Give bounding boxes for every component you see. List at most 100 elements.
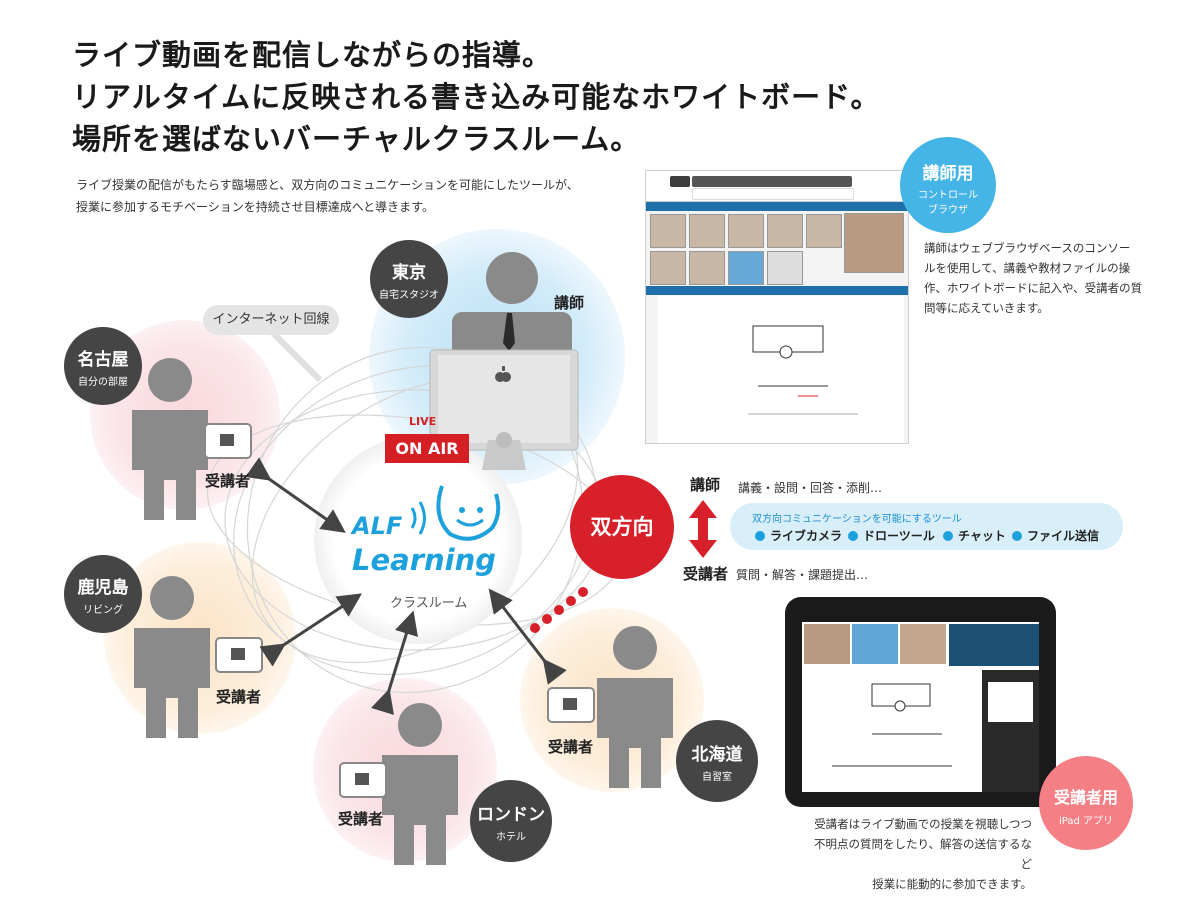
tool-file-send: ファイル送信 xyxy=(1012,527,1099,544)
headline-line-3: 場所を選ばないバーチャルクラスルーム。 xyxy=(72,122,641,156)
location-place: 自宅スタジオ xyxy=(379,290,439,301)
ipad-notes xyxy=(982,670,1039,792)
onair-badge: ON AIR xyxy=(385,434,469,463)
bullet-icon xyxy=(1012,531,1022,541)
browser-tab xyxy=(692,176,852,187)
location-city: ロンドン xyxy=(477,805,545,825)
classroom-label: クラスルーム xyxy=(390,596,468,611)
whiteboard-bar xyxy=(646,286,908,295)
location-city: 北海道 xyxy=(691,745,743,765)
live-label: LIVE xyxy=(409,415,437,428)
location-place: ホテル xyxy=(496,832,526,843)
location-nagoya: 名古屋 自分の部屋 xyxy=(64,327,142,405)
bullet-icon xyxy=(943,531,953,541)
location-place: 自習室 xyxy=(702,772,732,783)
dotted-connector xyxy=(530,587,588,633)
video-thumb xyxy=(806,214,842,248)
desc-line: 講師はウェブブラウザベースのコンソー xyxy=(924,241,1131,255)
badge-title: 講師用 xyxy=(922,164,974,184)
location-place: 自分の部屋 xyxy=(78,377,128,388)
ipad-note-area xyxy=(988,682,1033,722)
desc-line: 不明点の質問をしたり、解答の送信するなど xyxy=(813,837,1032,871)
student-label-kagoshima: 受講者 xyxy=(216,688,262,706)
internet-label: インターネット回線 xyxy=(203,305,339,335)
teacher-console-badge: 講師用 コントロール ブラウザ xyxy=(900,137,996,233)
hokkaido-person-icon xyxy=(597,626,673,788)
location-kagoshima: 鹿児島 リビング xyxy=(64,555,142,633)
badge-sub: iPad アプリ xyxy=(1058,816,1113,827)
student-ipad-screenshot xyxy=(785,597,1056,807)
logo-learning: Learning xyxy=(352,543,497,577)
headline-line-1: ライブ動画を配信しながらの指導。 xyxy=(72,38,553,72)
video-thumb xyxy=(728,214,764,248)
kagoshima-person-icon xyxy=(134,576,210,738)
logo-alf: ALF xyxy=(352,512,403,540)
nagoya-person-icon xyxy=(132,358,208,520)
video-thumb xyxy=(689,214,725,248)
location-hokkaido: 北海道 自習室 xyxy=(676,720,758,802)
bidirectional-badge: 双方向 xyxy=(570,475,674,579)
bullet-icon xyxy=(755,531,765,541)
intro-line-1: ライブ授業の配信がもたらす臨場感と、双方向のコミュニケーションを可能にしたツール… xyxy=(76,178,579,192)
london-person-icon xyxy=(382,703,458,865)
tool-label: ライブカメラ xyxy=(770,529,843,543)
desc-line: 問等に応えていきます。 xyxy=(924,301,1049,315)
ipad-video xyxy=(852,624,898,664)
wave-icon xyxy=(410,485,501,541)
ipad-video xyxy=(804,624,850,664)
intro-line-2: 授業に参加するモチベーションを持続させ目標達成へと導きます。 xyxy=(76,200,434,214)
student-role: 受講者 xyxy=(683,565,729,583)
teacher-video xyxy=(844,213,904,273)
ipad-chat xyxy=(949,624,1039,666)
tie-icon xyxy=(503,313,515,351)
video-thumb xyxy=(767,251,803,285)
desc-line: 授業に能動的に参加できます。 xyxy=(872,877,1032,891)
whiteboard xyxy=(658,296,904,443)
student-actions: 質問・解答・課題提出… xyxy=(736,568,869,582)
tool-label: チャット xyxy=(958,529,1006,543)
location-city: 鹿児島 xyxy=(77,578,129,598)
tools-box xyxy=(730,503,1123,550)
ipad-screen xyxy=(802,612,1039,792)
student-label-hokkaido: 受講者 xyxy=(548,738,594,756)
tool-draw: ドローツール xyxy=(848,527,935,544)
intro-text: ライブ授業の配信がもたらす臨場感と、双方向のコミュニケーションを可能にしたツール… xyxy=(76,174,579,218)
desc-line: ルを使用して、講義や教材ファイルの操 xyxy=(924,261,1131,275)
ipad-header xyxy=(802,612,1039,622)
video-thumb xyxy=(728,251,764,285)
location-place: リビング xyxy=(83,605,123,616)
teacher-person-icon xyxy=(452,252,572,350)
kagoshima-ipad-icon xyxy=(215,637,263,673)
student-label-nagoya: 受講者 xyxy=(205,472,251,490)
teacher-actions: 講義・設問・回答・添削… xyxy=(738,481,883,495)
video-thumb xyxy=(767,214,803,248)
badge-sub: ブラウザ xyxy=(928,205,968,216)
teacher-label: 講師 xyxy=(554,294,585,312)
teacher-console-desc: 講師はウェブブラウザベースのコンソー ルを使用して、講義や教材ファイルの操 作、… xyxy=(924,238,1142,318)
desc-line: 作、ホワイトボードに記入や、受講者の質 xyxy=(924,281,1143,295)
video-thumb xyxy=(650,214,686,248)
teacher-browser-screenshot xyxy=(645,170,909,444)
teacher-role: 講師 xyxy=(690,476,721,494)
tools-title: 双方向コミュニケーションを可能にするツール xyxy=(752,514,962,525)
classroom-circle xyxy=(314,436,522,644)
tool-chat: チャット xyxy=(943,527,1006,544)
student-app-badge: 受講者用 iPad アプリ xyxy=(1039,756,1133,850)
browser-tab xyxy=(692,188,854,200)
apple-icon xyxy=(495,366,511,382)
browser-bar xyxy=(646,202,908,211)
video-thumb xyxy=(650,251,686,285)
headline: ライブ動画を配信しながらの指導。 リアルタイムに反映される書き込み可能なホワイト… xyxy=(72,34,881,160)
location-london: ロンドン ホテル xyxy=(470,780,552,862)
location-city: 東京 xyxy=(392,263,426,283)
tool-label: ファイル送信 xyxy=(1027,529,1100,543)
desc-line: 受講者はライブ動画での授業を視聴しつつ xyxy=(814,817,1032,831)
tool-live-camera: ライブカメラ xyxy=(755,527,842,544)
ipad-video xyxy=(900,624,946,664)
bullet-icon xyxy=(848,531,858,541)
location-tokyo: 東京 自宅スタジオ xyxy=(370,240,448,318)
location-city: 名古屋 xyxy=(77,350,129,370)
browser-tab xyxy=(670,176,690,187)
london-ipad-icon xyxy=(339,762,387,798)
hokkaido-ipad-icon xyxy=(547,687,595,723)
